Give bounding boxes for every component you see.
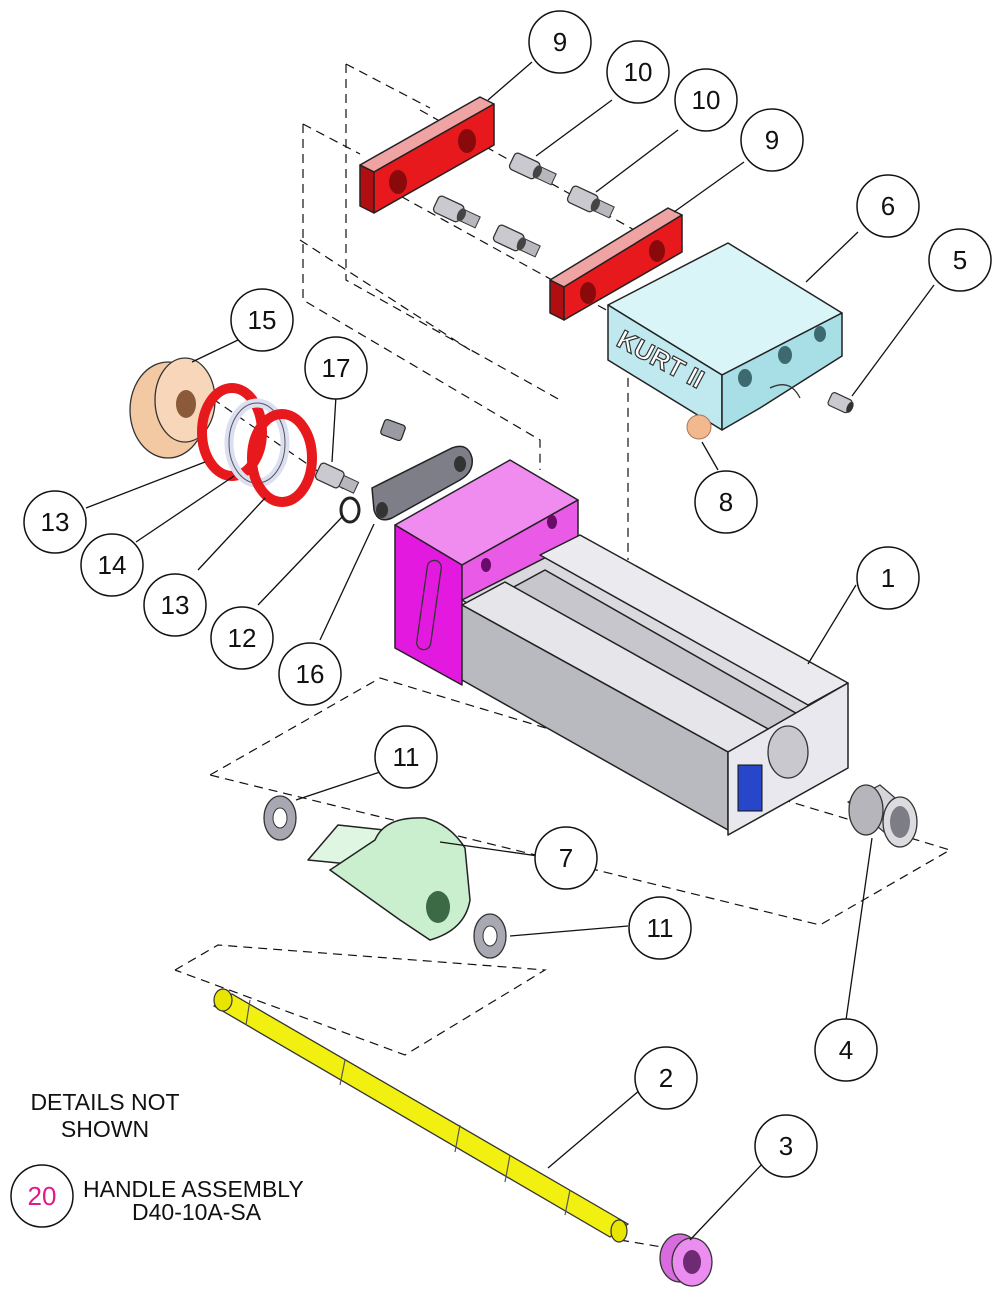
balloon-item-15: 15 (230, 288, 294, 352)
lead-screw (212, 988, 630, 1243)
balloon-item-10: 10 (606, 40, 670, 104)
balloon-label: 8 (719, 487, 733, 517)
balloon-item-11: 11 (628, 896, 692, 960)
balloon-item-12: 12 (210, 606, 274, 670)
balloon-label: 13 (161, 590, 190, 620)
details-note: DETAILS NOT SHOWN (30, 1089, 179, 1142)
ball-icon (686, 414, 712, 440)
details-note-line1: DETAILS NOT (30, 1089, 179, 1115)
balloon-item-1: 1 (856, 546, 920, 610)
balloon-label: 10 (624, 57, 653, 87)
balloon-item-11: 11 (374, 725, 438, 789)
handle-balloon-number: 20 (28, 1181, 57, 1211)
handle-title: HANDLE ASSEMBLY (83, 1176, 304, 1202)
balloon-label: 9 (553, 27, 567, 57)
bushing (846, 784, 918, 848)
balloon-label: 14 (98, 550, 127, 580)
handle-part-number: D40-10A-SA (132, 1199, 262, 1225)
balloon-item-8: 8 (694, 470, 758, 534)
balloon-item-13: 13 (143, 573, 207, 637)
balloon-item-2: 2 (634, 1046, 698, 1110)
balloon-label: 15 (248, 305, 277, 335)
jaw-plate-upper (359, 96, 495, 214)
balloon-label: 13 (41, 507, 70, 537)
set-screw-icon (827, 392, 854, 414)
balloon-label: 4 (839, 1035, 853, 1065)
jaw-plate-lower (549, 207, 683, 321)
balloon-label: 11 (393, 742, 420, 772)
o-ring-icon (339, 496, 361, 524)
washer-lower (473, 913, 507, 959)
seal-rings (197, 383, 317, 507)
balloon-item-7: 7 (534, 826, 598, 890)
balloon-label: 7 (559, 843, 573, 873)
balloon-label: 6 (881, 191, 895, 221)
balloon-item-13: 13 (23, 490, 87, 554)
balloon-label: 3 (779, 1131, 793, 1161)
cap-screw-icon (492, 224, 541, 258)
vise-body (394, 459, 849, 836)
balloon-label: 17 (322, 353, 351, 383)
balloons: 9 10 10 9 6 5 15 17 (23, 10, 992, 1178)
cap-screw-icon (508, 152, 557, 186)
balloon-item-4: 4 (814, 1018, 878, 1082)
balloon-label: 16 (296, 659, 325, 689)
balloon-label: 5 (953, 245, 967, 275)
handle-balloon (10, 1164, 74, 1228)
handle-assembly-callout: 20 HANDLE ASSEMBLY D40-10A-SA (10, 1164, 304, 1228)
balloon-item-17: 17 (304, 336, 368, 400)
screw-nut (307, 817, 471, 941)
balloon-label: 11 (647, 913, 674, 943)
balloon-label: 2 (659, 1063, 673, 1093)
cap-screw-icon (432, 195, 481, 229)
thrust-screw (314, 462, 360, 494)
shaft-collar (659, 1233, 713, 1287)
balloon-label: 10 (692, 85, 721, 115)
balloon-label: 1 (881, 563, 895, 593)
washer-upper (263, 795, 297, 841)
leader-lines (85, 61, 935, 1241)
balloon-item-6: 6 (856, 174, 920, 238)
balloon-item-9: 9 (740, 108, 804, 172)
balloon-item-3: 3 (754, 1114, 818, 1178)
cap-screws (432, 152, 615, 258)
balloon-label: 12 (228, 623, 257, 653)
clamp-bracket (371, 418, 473, 521)
details-note-line2: SHOWN (61, 1116, 149, 1142)
balloon-item-5: 5 (928, 228, 992, 292)
balloon-item-16: 16 (278, 642, 342, 706)
balloon-item-14: 14 (80, 533, 144, 597)
balloon-label: 9 (765, 125, 779, 155)
cap-screw-icon (566, 185, 615, 219)
balloon-item-10: 10 (674, 68, 738, 132)
id-plate-icon (737, 764, 763, 812)
balloon-item-9: 9 (528, 10, 592, 74)
